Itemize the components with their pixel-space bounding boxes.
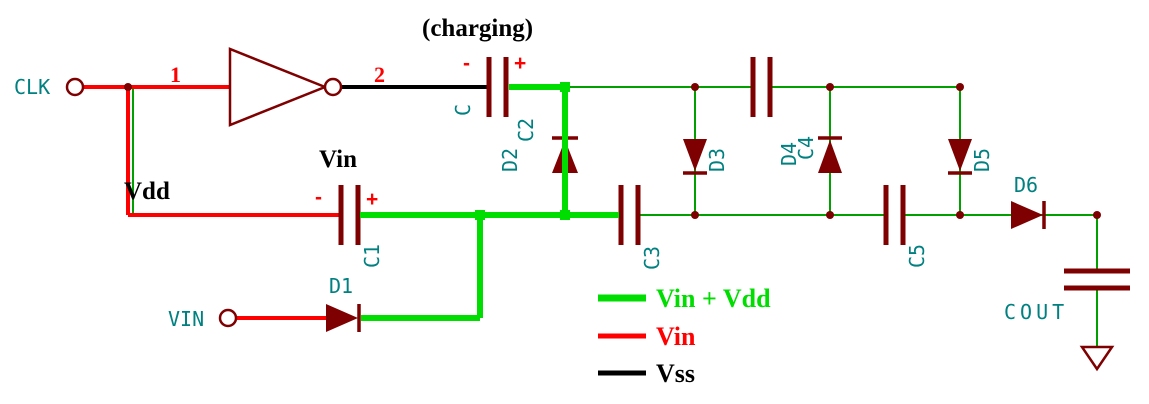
cap-c1-plus: + bbox=[366, 188, 378, 211]
diode-d6 bbox=[1011, 201, 1046, 229]
highlight-wires bbox=[360, 84, 619, 321]
junction-dot bbox=[1093, 211, 1101, 219]
diode-body bbox=[1011, 201, 1043, 229]
legend: Vin + Vdd Vin Vss bbox=[598, 284, 771, 388]
inverter-pin1: 1 bbox=[170, 62, 181, 87]
capacitor-c5 bbox=[883, 185, 906, 245]
clk-port-terminal bbox=[65, 77, 85, 97]
clk-port-label: CLK bbox=[14, 75, 50, 99]
diode-body bbox=[818, 140, 842, 173]
label-c2: C2 bbox=[514, 118, 538, 142]
cap-c-minus: - bbox=[463, 52, 470, 75]
capacitor-c bbox=[486, 57, 509, 117]
label-d2: D2 bbox=[498, 148, 522, 172]
capacitor-c4 bbox=[750, 57, 773, 117]
diode-d5 bbox=[948, 139, 972, 175]
capacitor-c1 bbox=[338, 185, 361, 245]
inverter-bubble bbox=[323, 77, 343, 97]
junction-dot bbox=[691, 211, 699, 219]
legend-label-vin-vdd: Vin + Vdd bbox=[656, 284, 771, 313]
junction-dot bbox=[826, 83, 834, 91]
vin-port-label: VIN bbox=[168, 307, 204, 331]
vin-port-terminal bbox=[218, 308, 238, 328]
diode-d3 bbox=[683, 139, 707, 175]
junction-dot bbox=[826, 211, 834, 219]
diode-body bbox=[683, 139, 707, 171]
capacitor-cout bbox=[1064, 268, 1130, 291]
diode-d1 bbox=[326, 304, 361, 332]
diode-body bbox=[326, 304, 358, 332]
vin-wires bbox=[83, 85, 339, 320]
label-cout: COUT bbox=[1004, 300, 1068, 324]
inverter-gate bbox=[228, 47, 343, 127]
vdd-note: Vdd bbox=[124, 178, 170, 205]
diode-body bbox=[948, 139, 972, 171]
cap-c-plus: + bbox=[514, 52, 526, 75]
label-c4: C4 bbox=[794, 136, 818, 160]
ground-symbol bbox=[1079, 345, 1115, 372]
junction-dot bbox=[956, 211, 964, 219]
label-d6: D6 bbox=[1014, 173, 1038, 197]
label-d3: D3 bbox=[705, 148, 729, 172]
inverter-pin2: 2 bbox=[374, 62, 385, 87]
inverter-triangle bbox=[228, 47, 329, 127]
junction-dot bbox=[124, 83, 132, 91]
legend-label-vin: Vin bbox=[656, 322, 696, 351]
label-d4: D4 bbox=[777, 142, 801, 166]
green-junction-dot bbox=[560, 82, 570, 92]
junction-dot bbox=[956, 83, 964, 91]
diode-d4 bbox=[818, 136, 842, 173]
junctions bbox=[124, 82, 1101, 220]
cap-c1-minus: - bbox=[315, 186, 322, 209]
junction-dot bbox=[691, 83, 699, 91]
label-c5: C5 bbox=[905, 244, 929, 268]
green-junction-dot bbox=[560, 210, 570, 220]
charging-note: (charging) bbox=[422, 15, 533, 42]
label-d1: D1 bbox=[329, 274, 353, 298]
vin-note: Vin bbox=[319, 146, 357, 173]
label-c: C bbox=[451, 104, 475, 116]
label-c1: C1 bbox=[360, 244, 384, 268]
legend-label-vss: Vss bbox=[656, 359, 695, 388]
green-junction-dot bbox=[475, 210, 485, 220]
capacitor-c3 bbox=[618, 185, 641, 245]
label-c3: C3 bbox=[640, 246, 664, 270]
label-d5: D5 bbox=[970, 148, 994, 172]
